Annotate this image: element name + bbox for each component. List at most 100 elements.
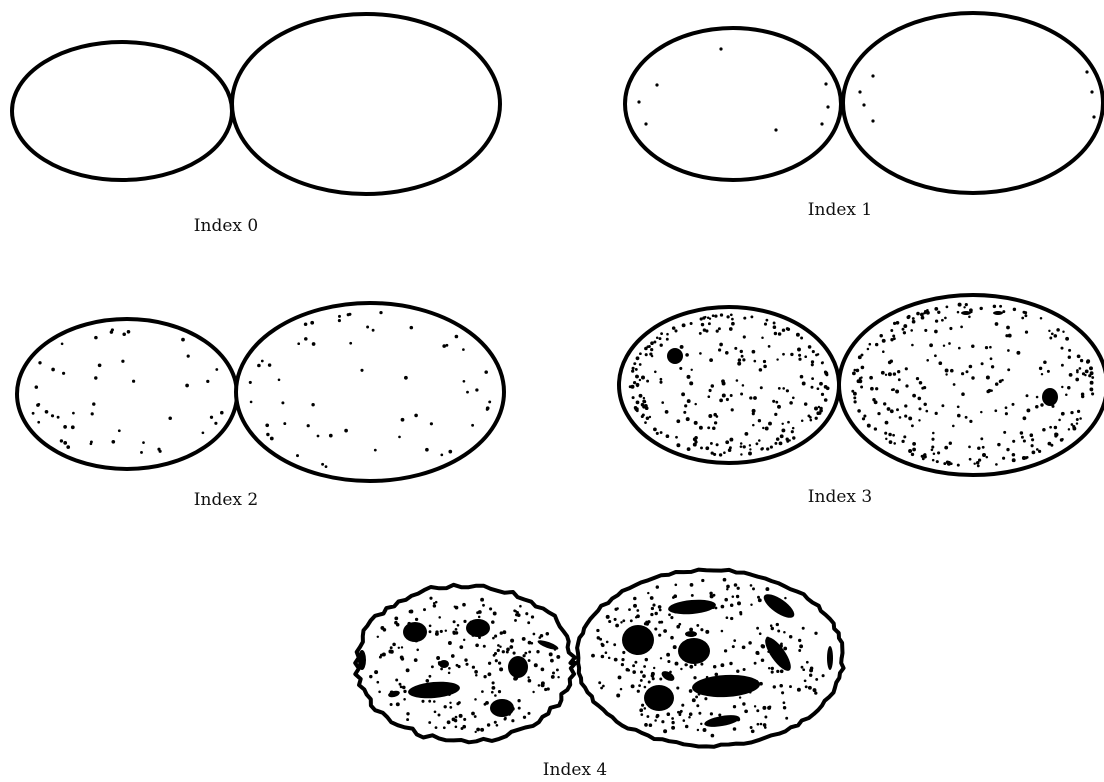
speckle: [349, 342, 352, 345]
speckle: [953, 383, 956, 386]
speckle: [491, 686, 495, 690]
speckle: [62, 372, 65, 375]
speckle: [659, 337, 662, 340]
speckle: [639, 352, 642, 355]
speckle: [807, 414, 810, 417]
speckle: [121, 360, 124, 363]
speckle: [899, 416, 902, 419]
speckle: [1092, 115, 1095, 118]
speckle: [943, 344, 945, 346]
speckle: [489, 607, 492, 610]
speckle: [498, 662, 501, 665]
speckle: [483, 675, 486, 678]
speckle: [875, 343, 878, 346]
speckle: [1054, 334, 1058, 338]
speckle: [459, 645, 463, 649]
speckle: [615, 624, 619, 628]
speckle: [729, 327, 733, 331]
speckle: [667, 712, 671, 716]
speckle: [710, 594, 714, 598]
speckle: [71, 425, 75, 429]
speckle: [92, 402, 95, 405]
speckle: [916, 377, 919, 380]
speckle: [598, 681, 601, 684]
speckle: [756, 627, 759, 630]
speckle: [621, 658, 624, 661]
speckle: [993, 305, 996, 308]
speckle: [265, 423, 269, 427]
speckle: [862, 417, 865, 420]
speckle: [867, 348, 870, 351]
speckle: [647, 592, 649, 594]
speckle: [732, 645, 735, 648]
blob: [439, 660, 449, 668]
speckle: [768, 705, 771, 708]
speckle: [210, 416, 213, 419]
speckle: [896, 321, 900, 325]
speckle: [931, 438, 934, 441]
blob: [466, 619, 490, 637]
speckle: [631, 684, 635, 688]
speckle: [770, 446, 773, 449]
speckle: [1048, 442, 1052, 446]
speckle: [487, 672, 491, 676]
speckle: [688, 716, 691, 719]
speckle: [415, 618, 418, 621]
speckle: [465, 663, 468, 666]
speckle: [819, 382, 823, 386]
speckle: [881, 371, 885, 375]
speckle: [655, 83, 658, 86]
speckle: [38, 361, 41, 364]
speckle: [654, 627, 657, 630]
speckle: [888, 433, 892, 437]
speckle: [518, 707, 521, 710]
speckle: [667, 660, 670, 663]
speckle: [918, 419, 920, 421]
speckle: [912, 317, 915, 320]
speckle: [551, 675, 555, 679]
speckle: [766, 447, 769, 450]
speckle: [672, 596, 675, 599]
speckle: [433, 604, 437, 608]
speckle: [61, 342, 64, 345]
speckle: [1012, 440, 1015, 443]
speckle: [904, 415, 907, 418]
speckle: [801, 419, 804, 422]
speckle: [771, 667, 774, 670]
speckle: [497, 649, 500, 652]
speckle: [963, 306, 965, 308]
speckle: [912, 442, 916, 446]
speckle: [771, 627, 774, 630]
blob: [685, 631, 697, 637]
speckle: [777, 630, 780, 633]
speckle: [606, 615, 610, 619]
speckle: [636, 401, 640, 405]
speckle: [887, 407, 891, 411]
speckle: [639, 363, 642, 366]
speckle: [740, 350, 743, 353]
speckle: [645, 353, 648, 356]
speckle: [483, 645, 486, 648]
speckle: [789, 401, 793, 405]
speckle: [142, 441, 145, 444]
speckle: [249, 381, 252, 384]
speckle: [719, 453, 722, 456]
speckle: [721, 605, 725, 609]
speckle: [782, 353, 785, 356]
speckle: [786, 389, 789, 392]
speckle: [990, 357, 993, 360]
speckle: [636, 384, 639, 387]
speckle: [462, 603, 466, 607]
speckle: [694, 421, 698, 425]
speckle: [1036, 396, 1039, 399]
speckle: [646, 380, 649, 383]
speckle: [438, 714, 441, 717]
speckle: [857, 379, 861, 383]
speckle: [923, 386, 926, 389]
speckle: [771, 671, 774, 674]
speckle: [1022, 311, 1025, 314]
speckle: [861, 366, 865, 370]
speckle: [401, 418, 405, 422]
speckle: [214, 422, 217, 425]
speckle: [663, 629, 667, 633]
